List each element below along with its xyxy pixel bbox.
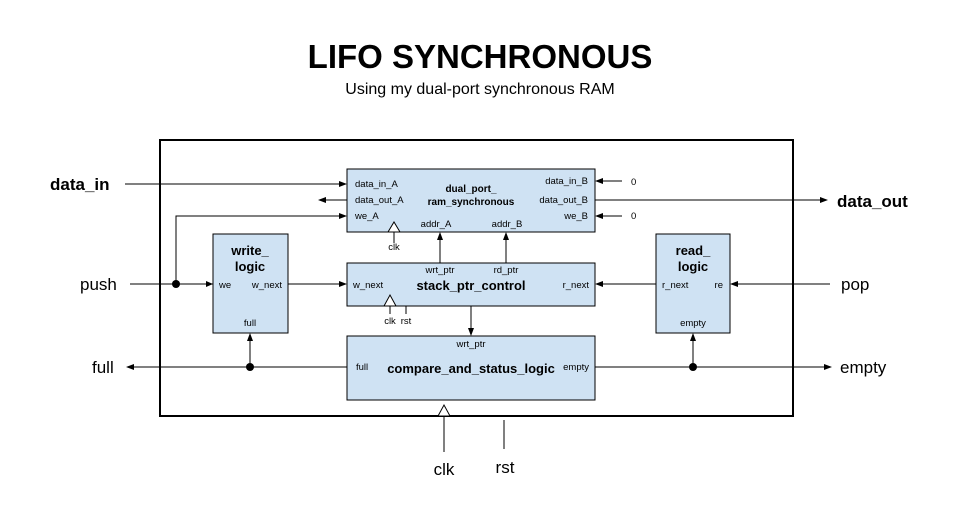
ram-block (346, 168, 596, 233)
stack-ptr-pin-w-next: w_next (352, 280, 383, 291)
port-pop: pop (841, 275, 869, 294)
ram-pin-addr-b: addr_B (492, 219, 523, 230)
stack-ptr-pin-wrt-ptr: wrt_ptr (424, 265, 454, 276)
wire-push-to-we-a (175, 215, 340, 284)
arrow-empty-read-logic (690, 333, 696, 341)
arrow-full-write-logic (247, 333, 253, 341)
compare-pin-empty: empty (563, 362, 589, 373)
write-logic-title-line2: logic (235, 259, 265, 274)
arrow-w-next (339, 281, 347, 287)
ram-clk-label: clk (388, 242, 400, 253)
ram-pin-data-in-a: data_in_A (355, 179, 398, 190)
arrow-addr-a (437, 232, 443, 240)
write-logic-pin-w-next: w_next (251, 280, 282, 291)
port-empty: empty (840, 358, 887, 377)
arrow-data-out-a (318, 197, 326, 203)
stack-ptr-pin-r-next: r_next (563, 280, 590, 291)
arrow-we-a (339, 213, 347, 219)
ram-title-line1: dual_port_ (445, 184, 497, 195)
const-data-in-b: 0 (631, 177, 636, 188)
read-logic-pin-empty: empty (680, 318, 706, 329)
port-data-in: data_in (50, 175, 110, 194)
stack-ptr-control-title: stack_ptr_control (416, 278, 525, 293)
arrow-addr-b (503, 232, 509, 240)
arrow-ptr-to-compare (468, 328, 474, 336)
ram-pin-we-b: we_B (563, 211, 588, 222)
arrow-data-out (820, 197, 828, 203)
read-logic-pin-r-next: r_next (662, 280, 689, 291)
ram-title-line2: ram_synchronous (428, 197, 515, 208)
read-logic-pin-re: re (715, 280, 723, 291)
write-logic-pin-full: full (244, 318, 256, 329)
read-logic-title-line2: logic (678, 259, 708, 274)
port-push: push (80, 275, 117, 294)
arrow-r-next (595, 281, 603, 287)
read-logic-title-line1: read_ (676, 243, 711, 258)
ram-pin-data-out-b: data_out_B (539, 195, 588, 206)
port-full: full (92, 358, 114, 377)
compare-status-title: compare_and_status_logic (387, 361, 555, 376)
arrow-pop (730, 281, 738, 287)
arrow-push-write-logic (206, 281, 213, 287)
arrow-data-in-b (595, 178, 603, 184)
port-data-out: data_out (837, 192, 908, 211)
compare-pin-full: full (356, 362, 368, 373)
ram-pin-we-a: we_A (354, 211, 379, 222)
arrow-we-b (595, 213, 603, 219)
arrow-empty (824, 364, 832, 370)
arrow-full (126, 364, 134, 370)
port-clk: clk (434, 460, 455, 479)
stack-ptr-rst-label: rst (401, 316, 412, 327)
compare-status-block (346, 335, 596, 401)
arrow-data-in (339, 181, 347, 187)
stack-ptr-pin-rd-ptr: rd_ptr (494, 265, 519, 276)
const-we-b: 0 (631, 211, 636, 222)
page-title: LIFO SYNCHRONOUS (308, 38, 653, 75)
write-logic-pin-we: we (218, 280, 231, 291)
module-clock-icon (437, 403, 451, 417)
compare-pin-wrt-ptr: wrt_ptr (455, 339, 485, 350)
ram-pin-data-out-a: data_out_A (355, 195, 404, 206)
read-logic-block (655, 233, 731, 334)
page-subtitle: Using my dual-port synchronous RAM (345, 81, 614, 98)
write-logic-title-line1: write_ (230, 243, 269, 258)
lifo-module-frame (159, 139, 794, 417)
ram-pin-data-in-b: data_in_B (545, 176, 588, 187)
port-rst: rst (496, 458, 515, 477)
ram-pin-addr-a: addr_A (421, 219, 452, 230)
stack-ptr-clk-label: clk (384, 316, 396, 327)
